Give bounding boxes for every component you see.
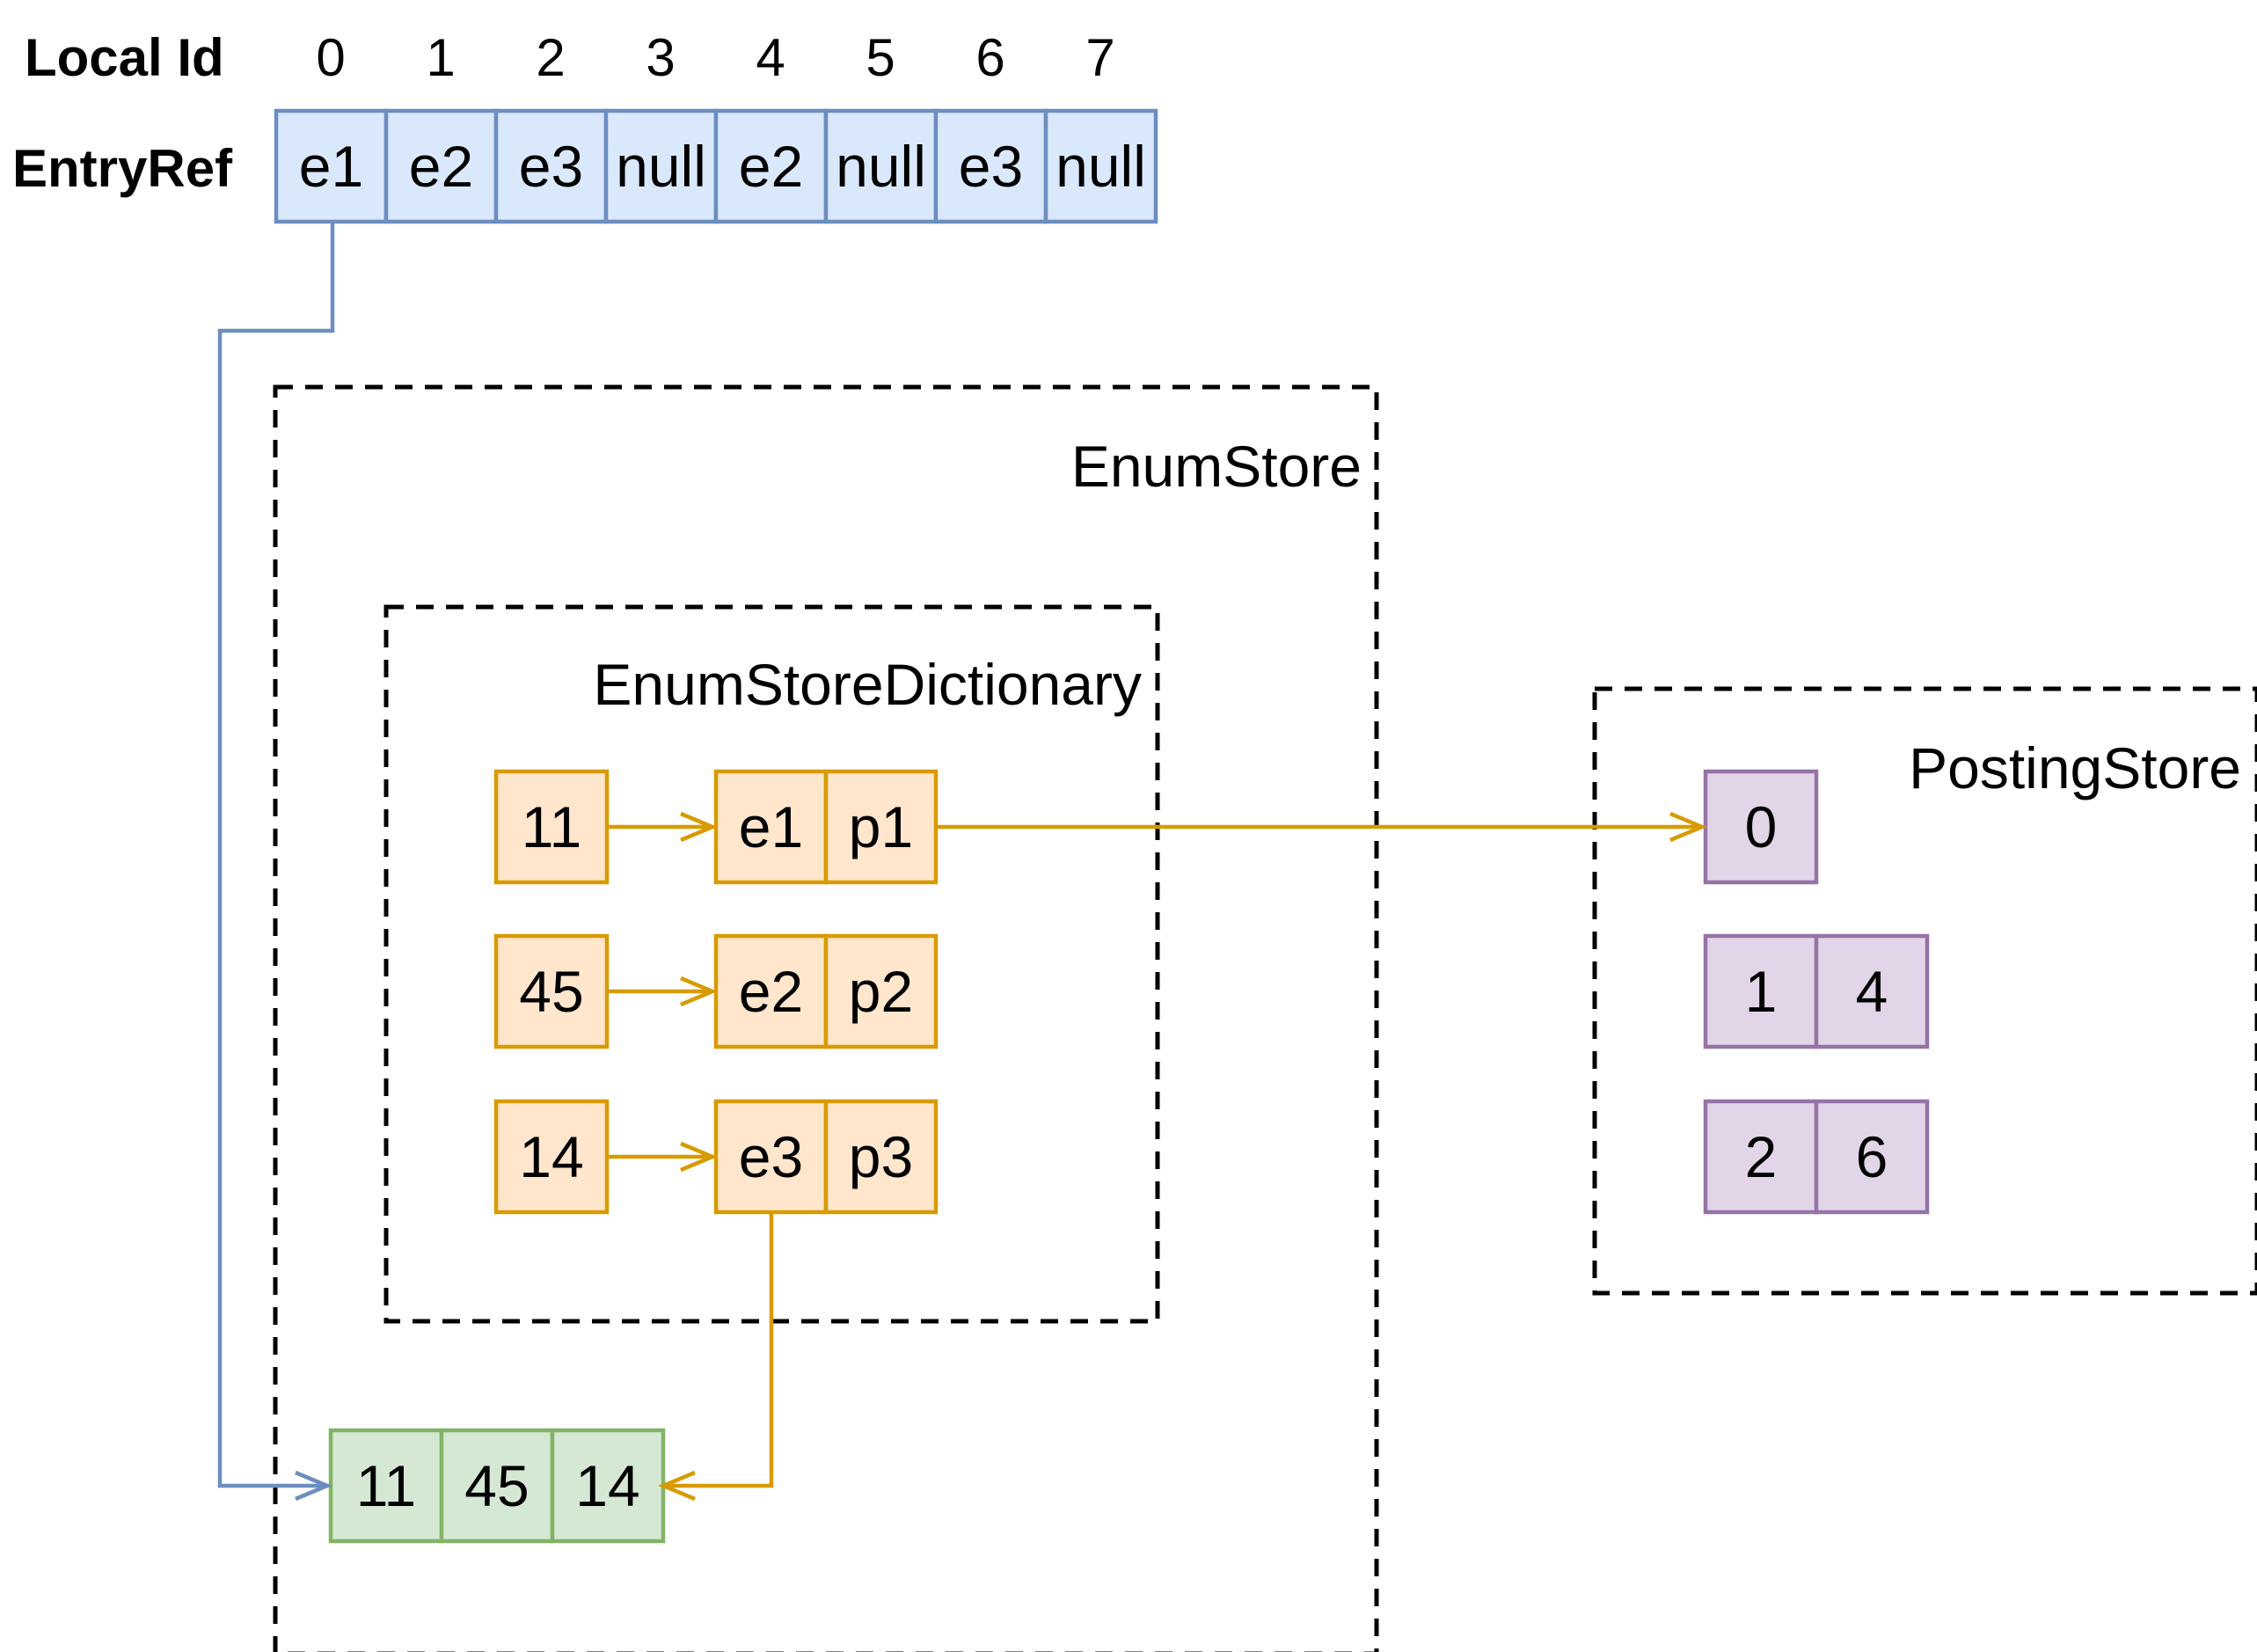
entryref-cell-3-label: null [616,134,706,199]
dict-entry-2-label: e3 [739,1124,803,1189]
dict-posting-0: p1 [823,769,939,885]
arrowhead-blue [295,1470,332,1502]
posting-list-0-item-0-box [1703,769,1819,885]
posting-lists: 0 1 4 2 6 [1703,769,1930,1215]
enum-value-1-label: 45 [464,1453,529,1518]
local-id-7: 7 [1085,28,1114,87]
dict-key-1-box [493,933,610,1049]
enum-store-container [273,384,1379,1652]
posting-list-1-item-0-label: 1 [1745,959,1778,1024]
enum-value-2-box [550,1428,666,1544]
dict-posting-2-label: p3 [849,1124,913,1189]
posting-list-2-item-0-label: 2 [1745,1124,1778,1189]
entryref-cell-0-label: e1 [299,134,363,199]
dict-key-1: 45 [493,933,610,1049]
dict-posting-1-label: p2 [849,959,913,1024]
arrowhead-e3 [658,1470,696,1502]
posting-list-0-item-0-label: 0 [1745,794,1778,859]
dict-posting-1-box [823,933,939,1049]
enum-store-values: 11 45 14 [328,1428,666,1544]
dict-key-2-box [493,1099,610,1215]
local-id-label: Local Id [25,28,224,87]
posting-list-1-item-1-label: 4 [1856,959,1888,1024]
dict-key-0-box [493,769,610,885]
local-id-5: 5 [866,28,895,87]
entryref-cell-1-label: e2 [409,134,473,199]
dict-entry-2: e3 [713,1099,829,1215]
entryref-cell-5-label: null [836,134,926,199]
dict-posting-0-label: p1 [849,794,913,859]
enum-store-dictionary-title: EnumStoreDictionary [593,652,1142,717]
enum-value-2-label: 14 [575,1453,639,1518]
enum-store-title: EnumStore [1071,434,1362,499]
entryref-cell-2: e3 [493,108,609,224]
dict-posting-2-box [823,1099,939,1215]
dict-posting-0-box [823,769,939,885]
posting-list-2-item-1: 6 [1814,1099,1930,1215]
entryref-label: EntryRef [12,139,233,198]
posting-list-1-item-1-box [1814,933,1930,1049]
local-id-0: 0 [316,28,345,87]
enum-value-2: 14 [550,1428,666,1544]
dict-key-0-label: 11 [522,794,582,859]
dict-entry-0-box [713,769,829,885]
dict-entry-1-label: e2 [739,959,803,1024]
local-id-4: 4 [756,28,785,87]
entryref-cell-0: e1 [274,108,389,224]
entryref-cell-7: null [1043,108,1158,224]
posting-list-1-item-0: 1 [1703,933,1819,1049]
enum-value-0: 11 [328,1428,444,1544]
posting-list-2-item-1-box [1814,1099,1930,1215]
dict-entry-0-label: e1 [739,794,803,859]
entryref-cell-1: e2 [383,108,499,224]
posting-store-title: PostingStore [1909,735,2241,800]
enum-value-0-label: 11 [356,1453,417,1518]
entryref-cell-4-label: e2 [739,134,803,199]
arrowhead-p1 [1669,811,1707,843]
local-id-6: 6 [975,28,1004,87]
dictionary-entries: 11 e1 p1 45 e2 p2 14 e3 p3 [493,769,939,1215]
dict-key-1-label: 45 [519,959,583,1024]
entryref-cell-3-box [603,108,719,224]
entryref-cell-2-label: e3 [519,134,583,199]
entryref-cell-5-box [823,108,939,224]
dict-key-2-label: 14 [519,1124,583,1189]
dict-entry-1-box [713,933,829,1049]
dict-posting-2: p3 [823,1099,939,1215]
entryref-cell-0-box [274,108,389,224]
arrowhead-key-14 [680,1141,718,1173]
entryref-cell-6-box [933,108,1048,224]
dict-entry-0: e1 [713,769,829,885]
posting-list-2-item-1-label: 6 [1856,1124,1888,1189]
posting-list-0-item-0: 0 [1703,769,1819,885]
connector-entryref-to-value [217,222,335,1488]
local-id-1: 1 [426,28,455,87]
entryref-cell-6-label: e3 [959,134,1023,199]
dict-key-0: 11 [493,769,610,885]
dict-key-2: 14 [493,1099,610,1215]
posting-store-container [1592,686,2257,1296]
posting-list-1-item-1: 4 [1814,933,1930,1049]
posting-list-2-item-0: 2 [1703,1099,1819,1215]
entryref-cell-5: null [823,108,939,224]
entryref-cell-3: null [603,108,719,224]
connectors [217,222,1707,1502]
local-id-row: 0 1 2 3 4 5 6 7 [316,28,1114,87]
entryref-cell-6: e3 [933,108,1048,224]
connector-e3-to-value [663,1212,774,1488]
local-id-2: 2 [536,28,565,87]
entryref-cell-2-box [493,108,609,224]
arrowhead-key-11 [680,811,718,843]
entryref-cell-7-label: null [1055,134,1146,199]
local-id-3: 3 [646,28,675,87]
dict-posting-1: p2 [823,933,939,1049]
entryref-array: e1 e2 e3 null e2 null e3 null [274,108,1158,224]
entryref-cell-7-box [1043,108,1158,224]
enum-value-1: 45 [439,1428,555,1544]
dict-entry-1: e2 [713,933,829,1049]
arrowhead-key-45 [680,976,718,1007]
entryref-cell-4: e2 [713,108,829,224]
enum-value-0-box [328,1428,444,1544]
